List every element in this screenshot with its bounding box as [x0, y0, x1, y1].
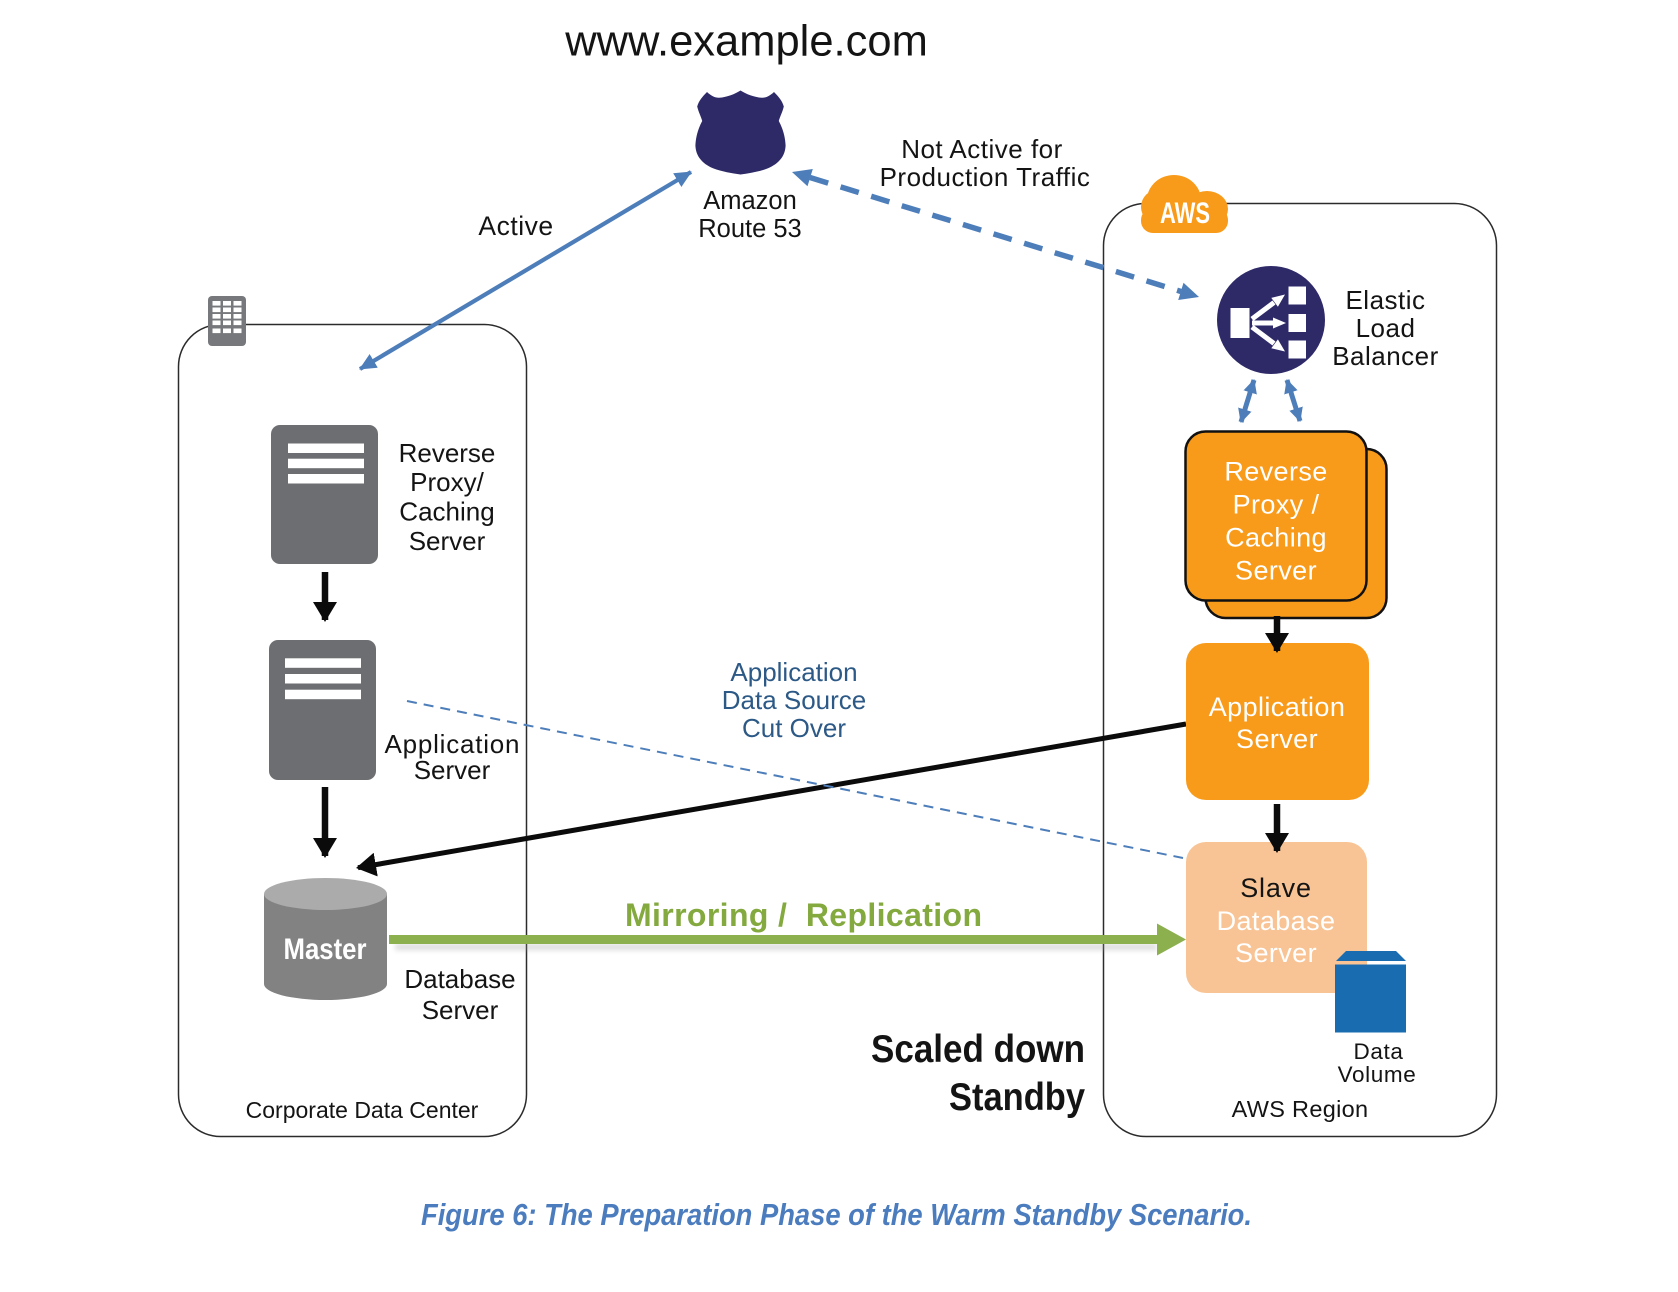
svg-text:Database: Database	[404, 964, 515, 994]
svg-text:Amazon: Amazon	[703, 187, 797, 215]
svg-text:Scaled down: Scaled down	[871, 1028, 1085, 1071]
svg-text:Master: Master	[284, 933, 367, 966]
svg-text:Database: Database	[1217, 906, 1336, 936]
svg-text:Balancer: Balancer	[1332, 341, 1439, 371]
svg-text:Standby: Standby	[949, 1076, 1085, 1119]
svg-text:www.example.com: www.example.com	[564, 18, 928, 66]
svg-text:AWS: AWS	[1160, 197, 1210, 230]
svg-text:Data Source: Data Source	[722, 685, 867, 715]
svg-text:Corporate Data Center: Corporate Data Center	[246, 1097, 479, 1123]
svg-text:AWS Region: AWS Region	[1232, 1096, 1369, 1122]
svg-text:Data: Data	[1354, 1039, 1404, 1064]
svg-text:Production Traffic: Production Traffic	[880, 162, 1091, 192]
svg-text:Server: Server	[414, 755, 491, 785]
svg-text:Caching: Caching	[1225, 523, 1327, 553]
svg-text:Application: Application	[730, 657, 857, 687]
svg-text:Proxy /: Proxy /	[1233, 490, 1320, 520]
svg-text:Cut Over: Cut Over	[742, 713, 846, 743]
svg-text:Figure 6: The Preparation Phas: Figure 6: The Preparation Phase of the W…	[421, 1198, 1252, 1232]
svg-text:Application: Application	[385, 729, 520, 759]
svg-text:Server: Server	[422, 995, 499, 1025]
svg-text:Server: Server	[1235, 938, 1317, 968]
svg-text:Elastic: Elastic	[1345, 285, 1425, 315]
svg-text:Proxy/: Proxy/	[410, 467, 484, 497]
svg-text:Volume: Volume	[1338, 1062, 1417, 1087]
svg-text:Server: Server	[1235, 556, 1317, 586]
svg-text:Route 53: Route 53	[698, 215, 802, 243]
svg-text:Caching: Caching	[399, 497, 494, 527]
svg-text:Load: Load	[1356, 313, 1416, 343]
svg-text:Application: Application	[1209, 692, 1346, 722]
svg-text:Slave: Slave	[1240, 873, 1312, 903]
svg-text:Active: Active	[478, 211, 553, 241]
svg-text:Server: Server	[409, 526, 486, 556]
svg-text:Reverse: Reverse	[1224, 457, 1327, 487]
svg-text:Mirroring / Replication: Mirroring / Replication	[625, 897, 982, 933]
svg-text:Not Active for: Not Active for	[901, 134, 1063, 164]
svg-text:Reverse: Reverse	[399, 438, 496, 468]
svg-text:Server: Server	[1236, 724, 1318, 754]
